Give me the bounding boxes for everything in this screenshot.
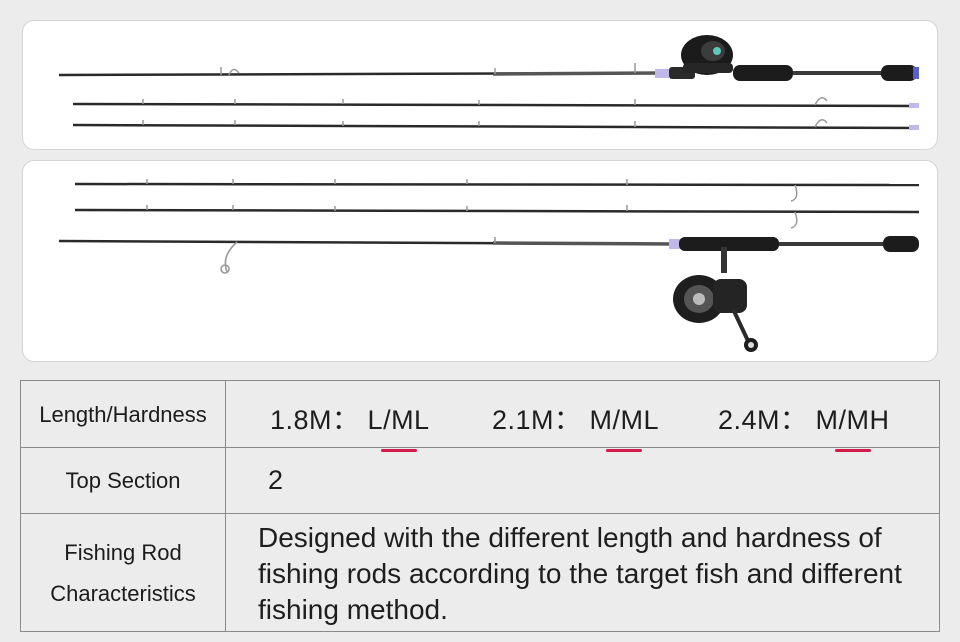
spec-length: 1.8M： (270, 405, 360, 435)
spec-2-1m: 2.1M： M/ML (492, 398, 660, 452)
characteristics-label-line1: Fishing Rod (64, 539, 182, 565)
accent-underline (834, 449, 871, 452)
accent-underline (606, 449, 643, 452)
spec-length: 2.1M： (492, 405, 582, 435)
spec-hardness: L/ML (367, 405, 430, 452)
length-hardness-values: 1.8M： L/ML 2.1M： M/ML 2.4M： (225, 380, 940, 452)
table-row: Fishing Rod Characteristics Designed wit… (20, 513, 940, 632)
spec-hardness: M/ML (589, 405, 660, 452)
table-row: Top Section 2 (20, 447, 940, 514)
tip-section-2 (74, 208, 920, 214)
spinning-rod-image (22, 160, 938, 362)
accent-underline (380, 449, 417, 452)
spinning-reel-icon (673, 247, 758, 352)
characteristics-label-line2: Characteristics (50, 580, 196, 606)
top-section-label: Top Section (20, 447, 226, 514)
spec-hardness-text: M/ML (589, 405, 660, 435)
baitcasting-rod-image (22, 20, 938, 150)
table-row: Length/Hardness 1.8M： L/ML 2.1M： M/ML (20, 380, 940, 452)
spec-2-4m: 2.4M： M/MH (718, 398, 890, 452)
tip-section-1 (72, 102, 920, 108)
characteristics-description: Designed with the different length and h… (225, 513, 940, 632)
spec-hardness-text: M/MH (815, 405, 890, 435)
tip-section-1 (74, 182, 920, 187)
spec-hardness: M/MH (815, 405, 890, 452)
characteristics-label: Fishing Rod Characteristics (20, 513, 226, 632)
baitcasting-reel-icon (681, 35, 733, 75)
spec-table: Length/Hardness 1.8M： L/ML 2.1M： M/ML (20, 380, 940, 632)
tip-section-2 (72, 123, 920, 130)
spec-1-8m: 1.8M： L/ML (270, 398, 430, 452)
spec-length: 2.4M： (718, 405, 808, 435)
spec-hardness-text: L/ML (367, 405, 430, 435)
top-section-value: 2 (225, 447, 940, 514)
baitcasting-rod-drawing (58, 35, 920, 130)
length-hardness-label: Length/Hardness (20, 380, 226, 448)
spinning-rod-drawing (58, 179, 920, 352)
